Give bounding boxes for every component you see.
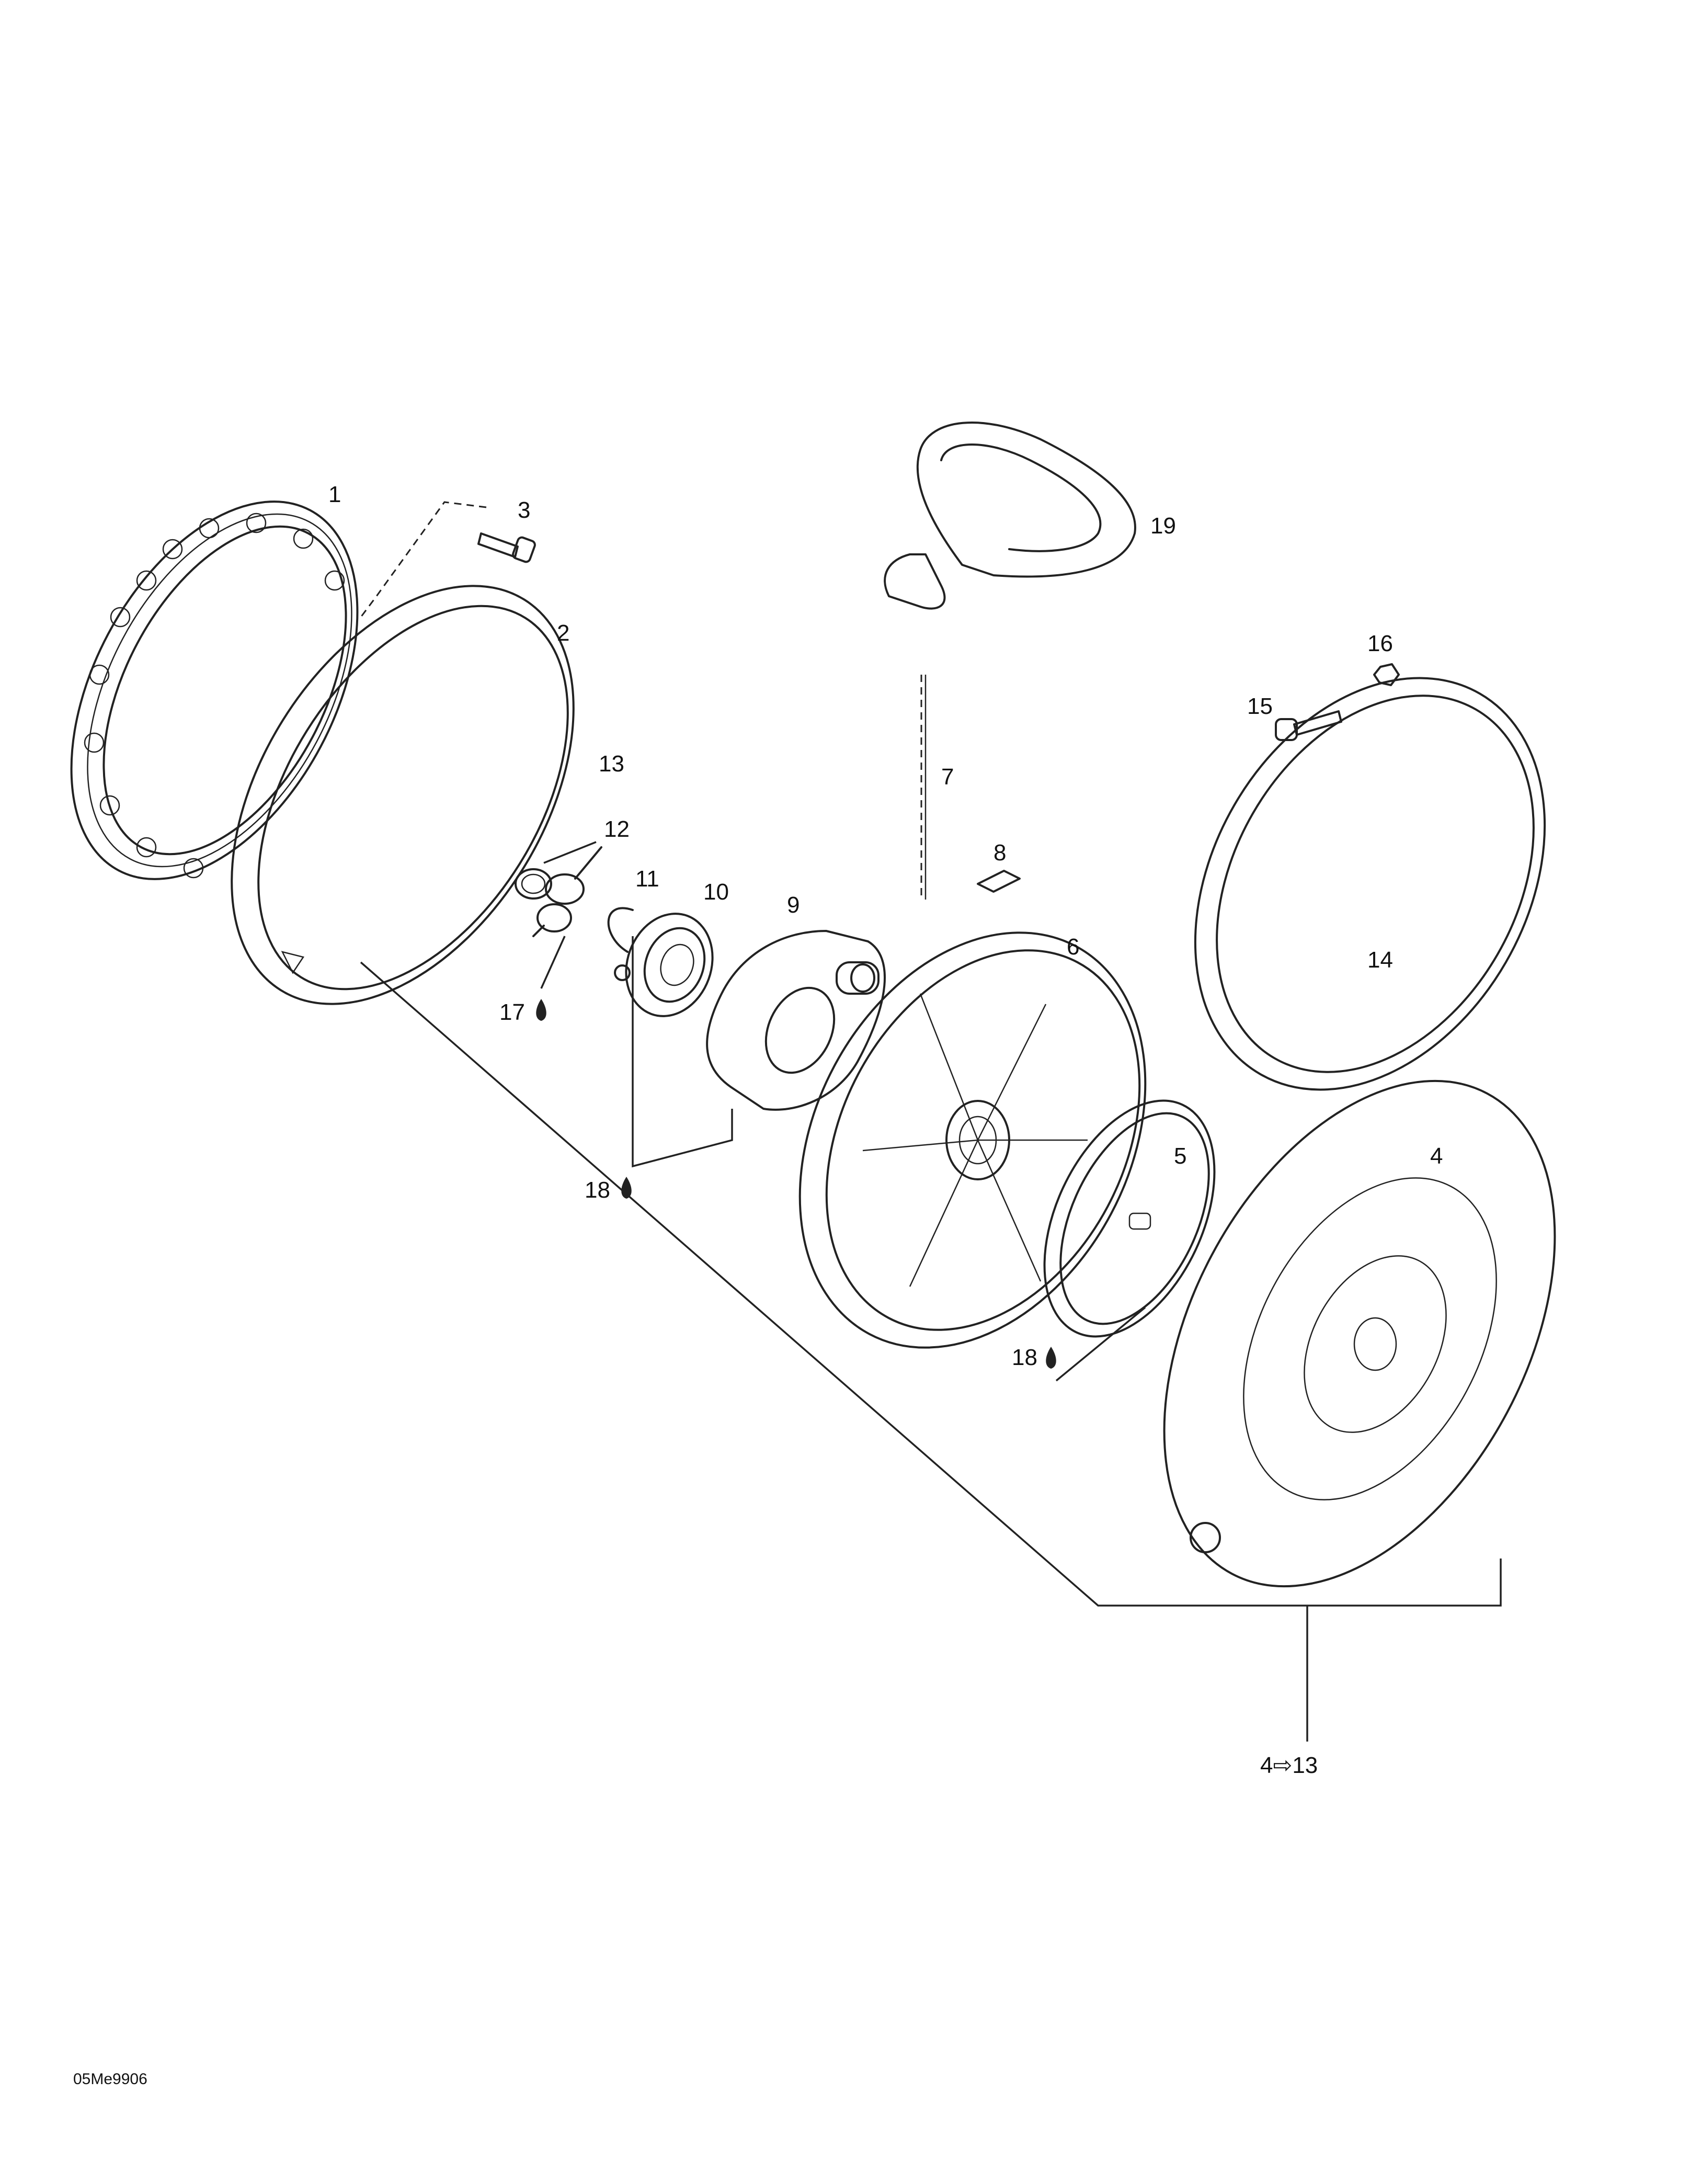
part-9-cam <box>706 930 886 1111</box>
part-5-recoil-spring <box>1043 1099 1216 1338</box>
part-10-disc <box>614 913 714 1017</box>
drawing-code: 05Me9906 <box>73 2071 147 2088</box>
callout-9: 9 <box>787 892 800 918</box>
part-14-clamp-ring <box>1194 677 1546 1091</box>
callout-10: 10 <box>703 879 729 905</box>
callout-5: 5 <box>1174 1143 1186 1169</box>
callout-18-upper: 18 <box>585 1177 610 1203</box>
callout-13: 13 <box>599 751 624 777</box>
callout-3: 3 <box>518 497 530 523</box>
callout-17: 17 <box>499 999 525 1025</box>
callout-16: 16 <box>1367 631 1393 656</box>
callout-12: 12 <box>604 816 630 842</box>
part-4-housing <box>1163 1079 1556 1588</box>
part-15-screw <box>1275 710 1342 741</box>
assembly-range-label: 4⇨13 <box>1260 1753 1318 1778</box>
callout-11: 11 <box>635 866 659 892</box>
part-1-mounting-flange <box>70 500 359 880</box>
callout-4: 4 <box>1430 1143 1443 1169</box>
part-7-rope <box>920 675 927 900</box>
callout-14: 14 <box>1367 947 1393 973</box>
callout-6: 6 <box>1067 934 1079 960</box>
callout-2: 2 <box>557 620 569 646</box>
part-12-spring <box>532 846 602 937</box>
callout-8: 8 <box>994 840 1006 866</box>
part-8-pawl <box>977 870 1021 893</box>
callout-19: 19 <box>1150 513 1176 539</box>
part-6-sheave <box>798 931 1147 1349</box>
part-3-screw <box>360 501 536 618</box>
callout-1: 1 <box>328 482 341 507</box>
callout-15: 15 <box>1247 693 1273 719</box>
leader-lines <box>360 841 1502 1742</box>
part-11-clip <box>607 907 634 953</box>
callout-7: 7 <box>941 764 954 790</box>
part-19-handle <box>884 422 1136 610</box>
part-2-ring <box>231 585 575 1005</box>
lubricant-drop-icon <box>536 999 1056 1369</box>
part-16-nut <box>1373 663 1400 686</box>
part-13-washer <box>515 868 552 900</box>
callout-labels: 1 2 3 4 5 6 7 8 9 10 11 12 13 14 15 16 1… <box>328 482 1443 1778</box>
callout-18-lower: 18 <box>1012 1345 1037 1370</box>
